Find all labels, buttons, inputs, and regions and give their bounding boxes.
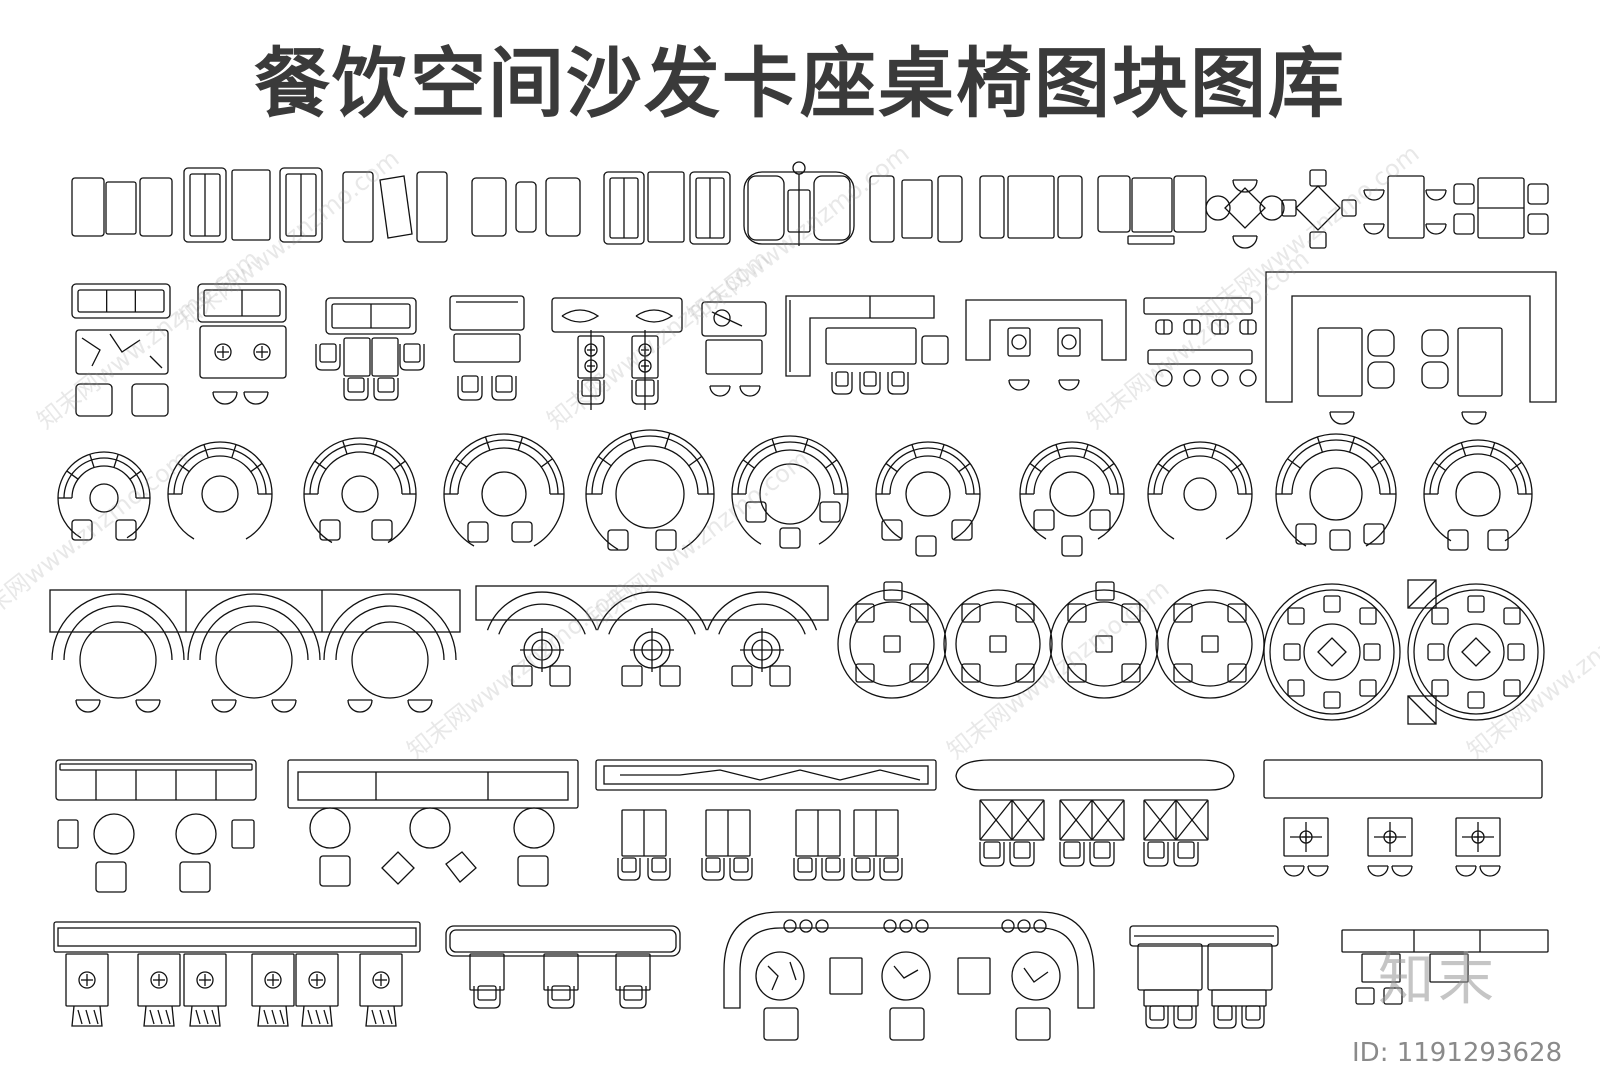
- semicircle-booth-5: [585, 429, 715, 551]
- semicircle-booth-1: [57, 451, 151, 541]
- sofa-set-8: [979, 175, 1083, 239]
- semicircle-booth-3: [303, 437, 417, 544]
- sofa-set-7: [869, 175, 963, 243]
- long-booth-tables: [595, 759, 937, 881]
- brand-logo: 知末: [1378, 948, 1498, 1013]
- id-label: ID: 1191293628: [1352, 1038, 1563, 1068]
- booth-pair-tables: [1129, 925, 1279, 1029]
- curved-bench-tables: [955, 759, 1235, 867]
- semicircle-booth-8: [1019, 441, 1125, 557]
- booth-bench-round-tables: [287, 759, 579, 887]
- semicircle-booth-9: [1147, 441, 1253, 540]
- bar-counter-1: [965, 299, 1127, 391]
- booth-set-5: [701, 301, 767, 397]
- sofa-set-3: [342, 171, 448, 243]
- bar-counter-2: [1143, 297, 1257, 387]
- long-bench-tables-2: [445, 925, 681, 1009]
- sofa-set-4: [471, 177, 581, 237]
- semicircle-booth-4: [443, 433, 565, 547]
- semicircle-booth-7: [875, 441, 981, 557]
- large-round-table-1: [1263, 583, 1401, 721]
- long-bench-tables-1: [53, 921, 421, 1027]
- semicircle-booth-6: [731, 435, 849, 549]
- booth-set-1: [197, 283, 287, 405]
- curved-booth-marble-tables: [723, 911, 1095, 1041]
- table-4-chairs-1: [1205, 179, 1285, 249]
- page-title: 餐饮空间沙发卡座桌椅图块图库: [254, 39, 1346, 128]
- booth-set-4: [551, 297, 683, 410]
- sofa-round-tables: [55, 759, 257, 893]
- sofa-set-1: [71, 177, 173, 237]
- l-shaped-booth: [785, 295, 949, 395]
- sofa-coffee-table-set: [71, 283, 171, 417]
- straight-booth-tables: [1263, 759, 1543, 877]
- large-round-table-2: [1407, 579, 1545, 725]
- sofa-set-6: [743, 161, 855, 246]
- semicircle-booth-bank-2: [475, 585, 829, 687]
- semicircle-booth-10: [1275, 433, 1397, 551]
- table-4-chairs-2: [1281, 169, 1357, 249]
- booth-set-2: [315, 297, 425, 401]
- sofa-set-2: [183, 167, 323, 243]
- semicircle-booth-bank-1: [49, 589, 461, 713]
- booth-set-3: [449, 295, 525, 401]
- u-shaped-bar: [1265, 271, 1557, 425]
- semicircle-booth-11: [1423, 439, 1533, 551]
- sofa-set-9: [1097, 175, 1207, 245]
- table-chairs-3: [1363, 175, 1549, 239]
- sofa-set-5: [603, 171, 731, 245]
- wall-booth-tables: [1341, 929, 1549, 1005]
- semicircle-booth-2: [167, 441, 273, 540]
